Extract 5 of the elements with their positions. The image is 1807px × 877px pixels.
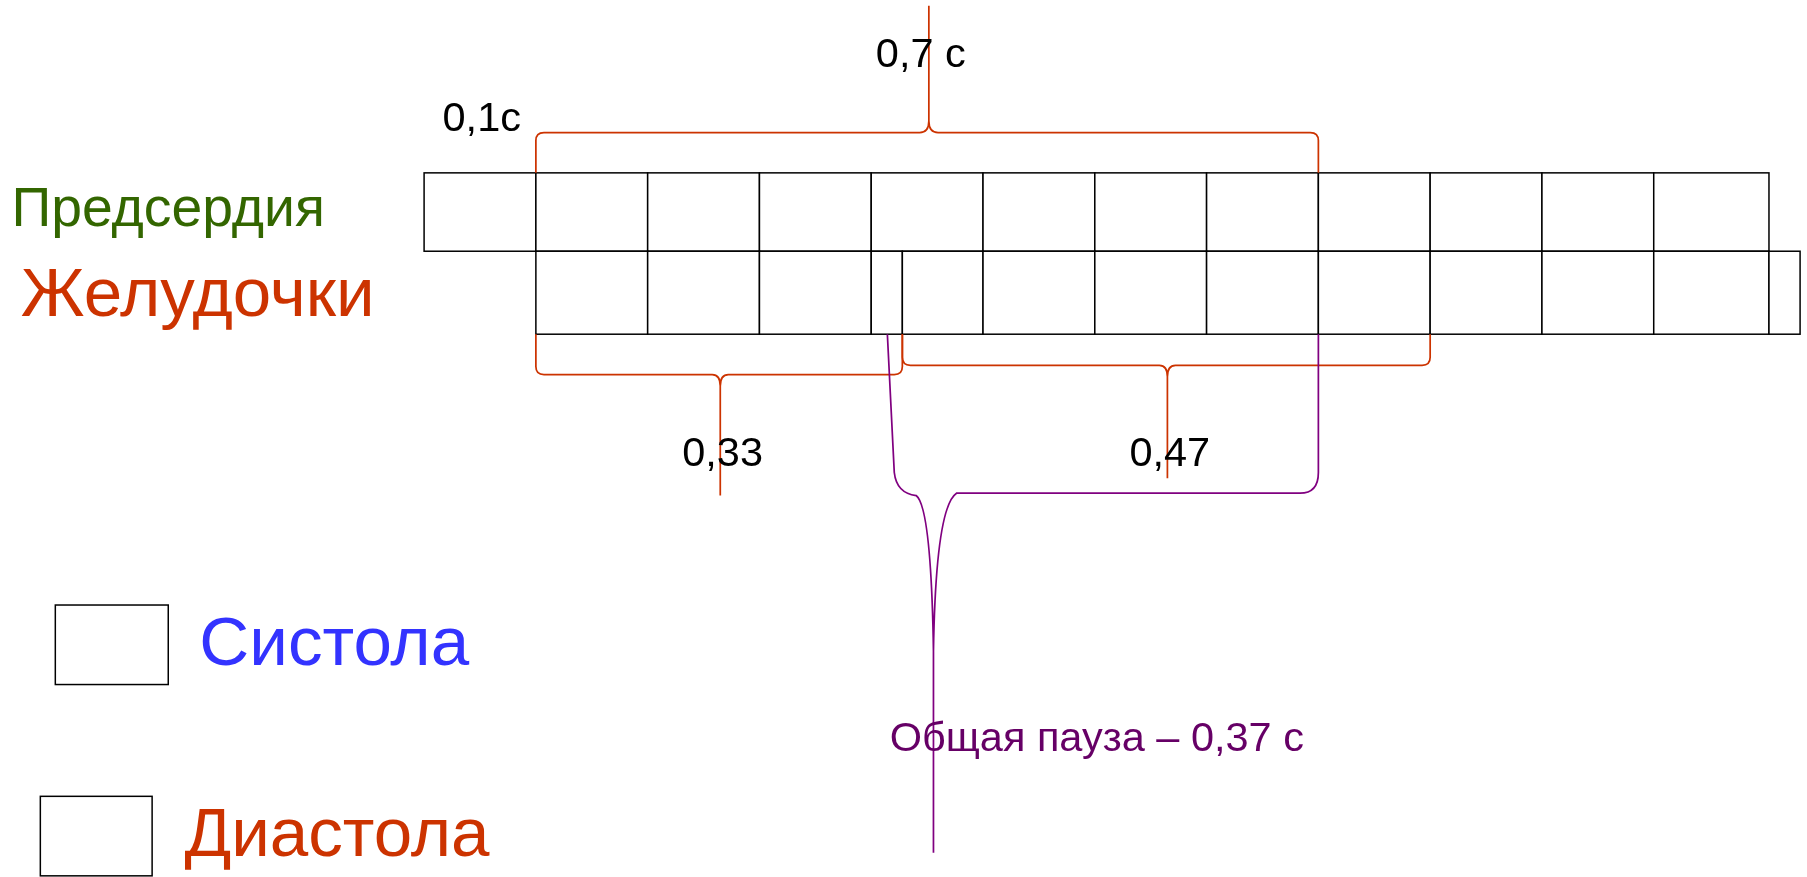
legend-label: Диастола [184,798,490,868]
row-label: Предсердия [11,179,325,236]
row-label: Желудочки [20,258,375,328]
legend-label: Систола [199,607,470,677]
duration-label: 0,1с [442,96,521,139]
